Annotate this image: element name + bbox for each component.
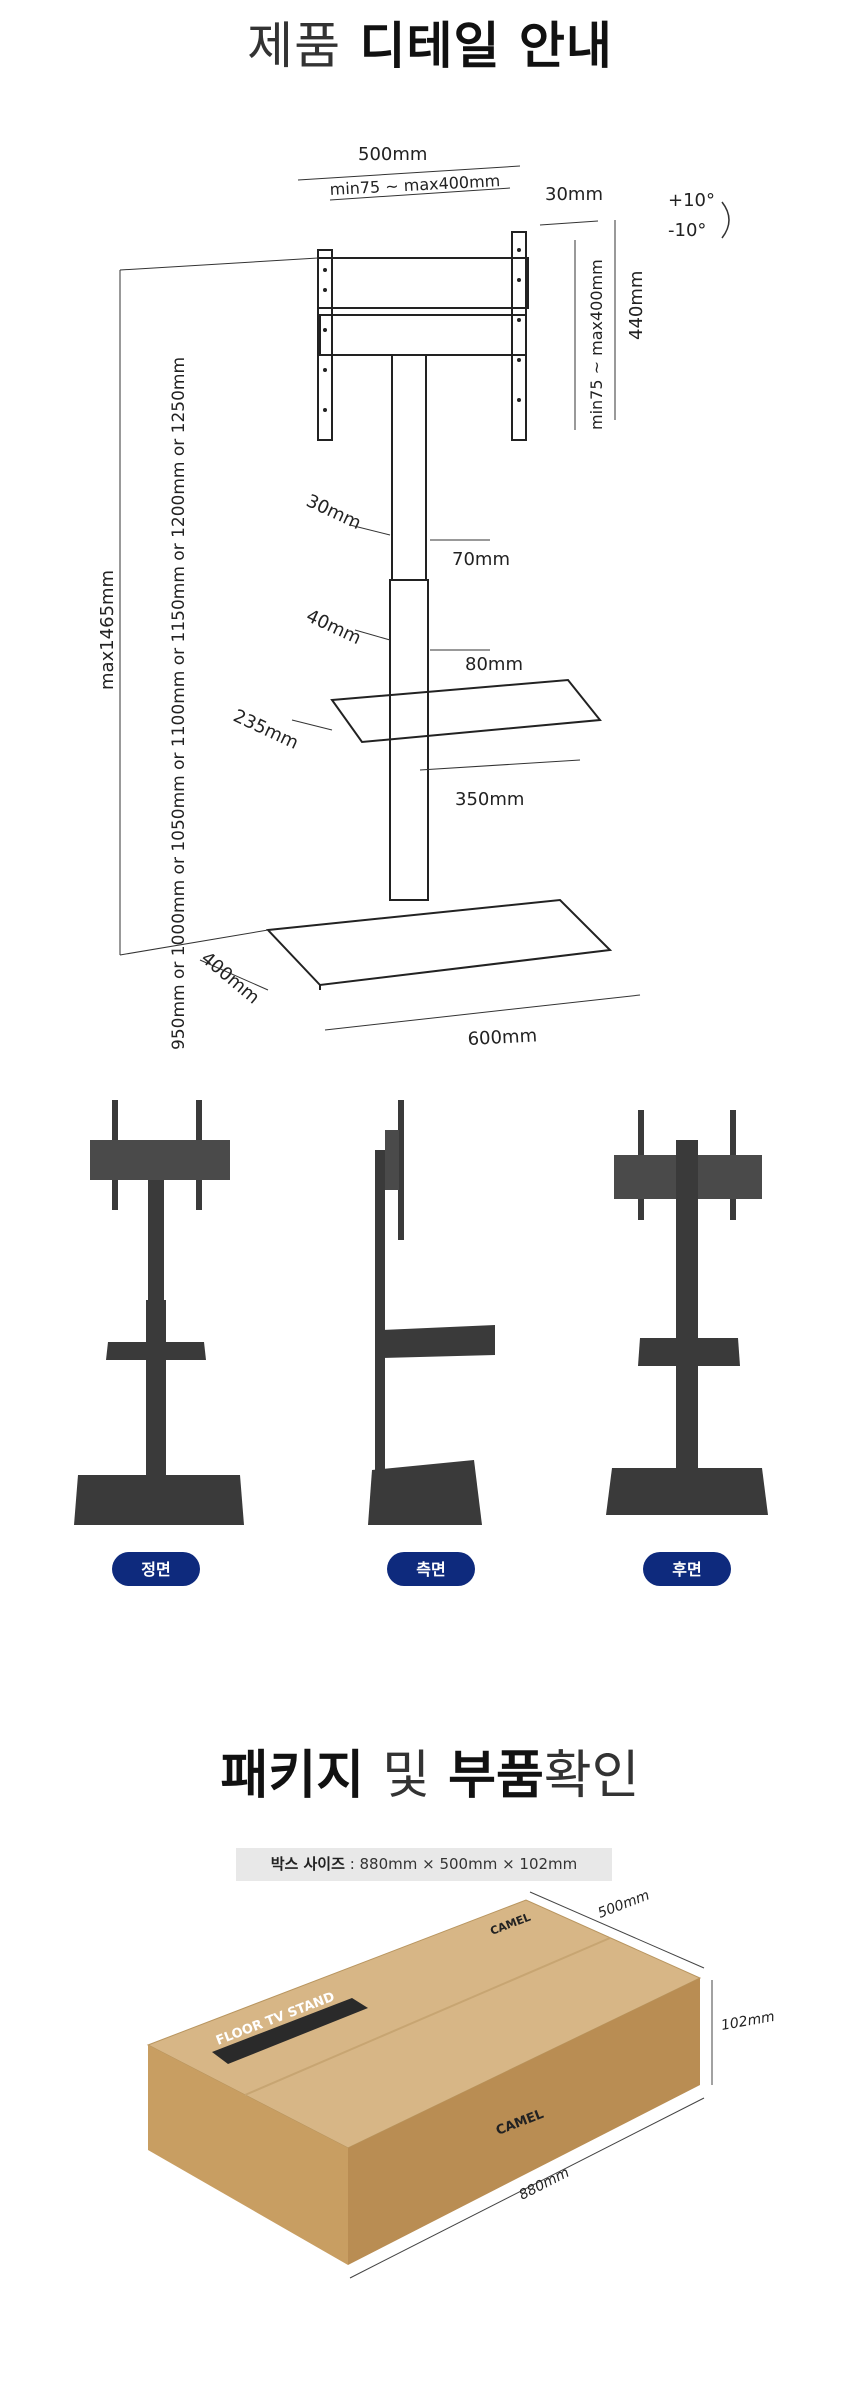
dim-500: 500mm: [358, 144, 427, 165]
box-dim-102: 102mm: [720, 2009, 776, 2034]
dim-vesa-h: min75 ~ max400mm: [587, 259, 606, 430]
dim-height-options: 950mm or 1000mm or 1050mm or 1100mm or 1…: [169, 357, 189, 1050]
section-title-package: 패키지 및 부품확인: [220, 1746, 640, 1806]
base: [265, 898, 613, 987]
label-front: 정면: [112, 1552, 200, 1586]
tilt-up: +10°: [668, 190, 715, 211]
dim-height-max: max1465mm: [97, 570, 118, 690]
svg-text:측면: 측면: [416, 1560, 445, 1579]
view-back: [606, 1110, 768, 1515]
dim-col-40: 40mm: [303, 605, 364, 649]
dim-440: 440mm: [626, 271, 647, 340]
svg-text:후면: 후면: [672, 1560, 701, 1579]
dim-base-400: 400mm: [197, 948, 264, 1009]
view-side: [368, 1100, 495, 1525]
dim-30-top: 30mm: [545, 184, 603, 205]
column-lower: [389, 579, 429, 901]
dim-col-70: 70mm: [452, 549, 510, 570]
product-views: 정면 측면 후면: [74, 1100, 768, 1586]
rail-left: [317, 249, 333, 441]
column-upper: [391, 354, 427, 581]
box-size-label: 박스 사이즈: [270, 1855, 345, 1873]
dim-base-600: 600mm: [467, 1025, 537, 1050]
box-size-bar: 박스 사이즈 : 880mm × 500mm × 102mm: [236, 1848, 612, 1881]
mount-plate-lower: [319, 314, 527, 356]
box-dim-500: 500mm: [596, 1890, 652, 1922]
svg-text:정면: 정면: [141, 1560, 170, 1579]
mount-plate: [317, 257, 529, 309]
dim-col-80: 80mm: [465, 654, 523, 675]
dim-shelf-235: 235mm: [230, 705, 302, 753]
box-size-value: : 880mm × 500mm × 102mm: [344, 1855, 578, 1873]
dim-col-30: 30mm: [303, 490, 364, 534]
view-front: [74, 1100, 244, 1525]
rail-right: [511, 231, 527, 441]
dimension-drawing: 500mm min75 ~ max400mm 30mm +10° -10° mi…: [97, 144, 730, 1050]
title-light: 제품: [247, 17, 342, 75]
dim-shelf-350: 350mm: [455, 789, 524, 810]
label-side: 측면: [387, 1552, 475, 1586]
package-box: FLOOR TV STAND CAMEL CAMEL 500mm 102mm 8…: [146, 1890, 776, 2279]
tilt-down: -10°: [668, 220, 706, 241]
title-bold: 디테일 안내: [359, 17, 613, 75]
shelf: [330, 678, 602, 744]
section-title-detail: 제품 디테일 안내: [0, 6, 860, 78]
label-back: 후면: [643, 1552, 731, 1586]
